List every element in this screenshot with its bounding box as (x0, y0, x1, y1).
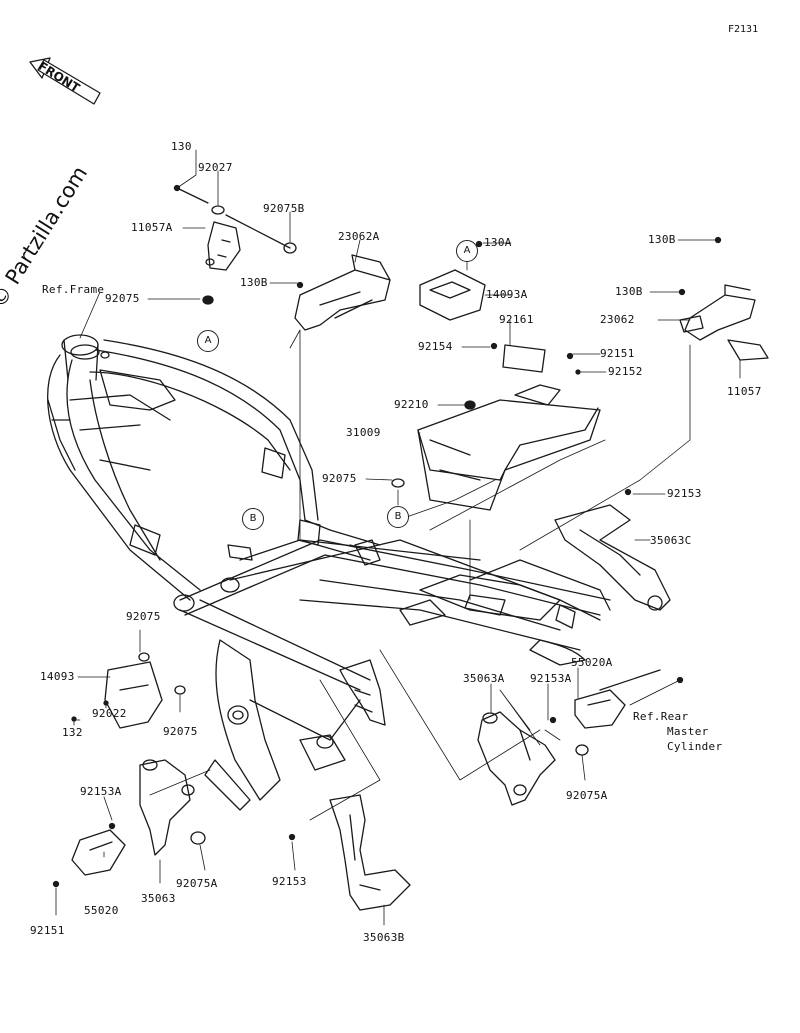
label-11057A: 11057A (131, 221, 173, 234)
callout-a-left: A (197, 330, 219, 352)
label-14093: 14093 (40, 670, 75, 683)
bracket-11057A (173, 184, 297, 305)
label-55020A: 55020A (571, 656, 613, 669)
label-92153A-left: 92153A (80, 785, 122, 798)
leader-lines (55, 149, 741, 926)
side-cover-14093 (71, 652, 186, 729)
label-92153-top: 92153 (667, 487, 702, 500)
label-92027: 92027 (198, 161, 233, 174)
label-130: 130 (171, 140, 192, 153)
label-ref-rear-1: Ref.Rear (633, 710, 689, 723)
battery-tray-31009 (391, 240, 601, 511)
label-92154: 92154 (418, 340, 453, 353)
label-92075A-right: 92075A (566, 789, 608, 802)
label-92151-bottom: 92151 (30, 924, 65, 937)
label-35063A: 35063A (463, 672, 505, 685)
label-92075A-left: 92075A (176, 877, 218, 890)
label-92151-top: 92151 (600, 347, 635, 360)
callout-b-frame: B (242, 508, 264, 530)
callout-b-right: B (387, 506, 409, 528)
footpeg-bracket-35063B (288, 794, 411, 911)
label-92153A-mid: 92153A (530, 672, 572, 685)
label-11057: 11057 (727, 385, 762, 398)
label-ref-rear-2: Master (667, 725, 709, 738)
label-92210: 92210 (394, 398, 429, 411)
label-23062: 23062 (600, 313, 635, 326)
footpeg-35063 (52, 759, 206, 888)
label-92153-bottom: 92153 (272, 875, 307, 888)
label-132: 132 (62, 726, 83, 739)
label-92075-left: 92075 (126, 610, 161, 623)
label-92075-low: 92075 (163, 725, 198, 738)
label-31009: 31009 (346, 426, 381, 439)
label-92161: 92161 (499, 313, 534, 326)
front-arrow-icon (29, 57, 101, 105)
label-92075-top: 92075 (105, 292, 140, 305)
label-ref-rear-3: Cylinder (667, 740, 723, 753)
footpeg-35063A (477, 669, 684, 806)
label-130A: 130A (484, 236, 512, 249)
bracket-23062A (294, 254, 391, 331)
figure-code: F2131 (728, 24, 759, 35)
label-130B-left: 130B (240, 276, 268, 289)
label-35063C: 35063C (650, 534, 692, 547)
callout-a-right: A (456, 240, 478, 262)
label-92152: 92152 (608, 365, 643, 378)
label-35063: 35063 (141, 892, 176, 905)
label-92075-mid: 92075 (322, 472, 357, 485)
label-14093A: 14093A (486, 288, 528, 301)
label-35063B: 35063B (363, 931, 405, 944)
label-92022: 92022 (92, 707, 127, 720)
label-23062A: 23062A (338, 230, 380, 243)
label-55020: 55020 (84, 904, 119, 917)
footpeg-bracket-35063C (554, 488, 671, 611)
label-92075B: 92075B (263, 202, 305, 215)
label-130B-right-1: 130B (648, 233, 676, 246)
label-ref-frame: Ref.Frame (42, 283, 105, 296)
label-130B-right-2: 130B (615, 285, 643, 298)
bracket-23062-11057 (678, 236, 769, 361)
main-frame (47, 334, 611, 811)
